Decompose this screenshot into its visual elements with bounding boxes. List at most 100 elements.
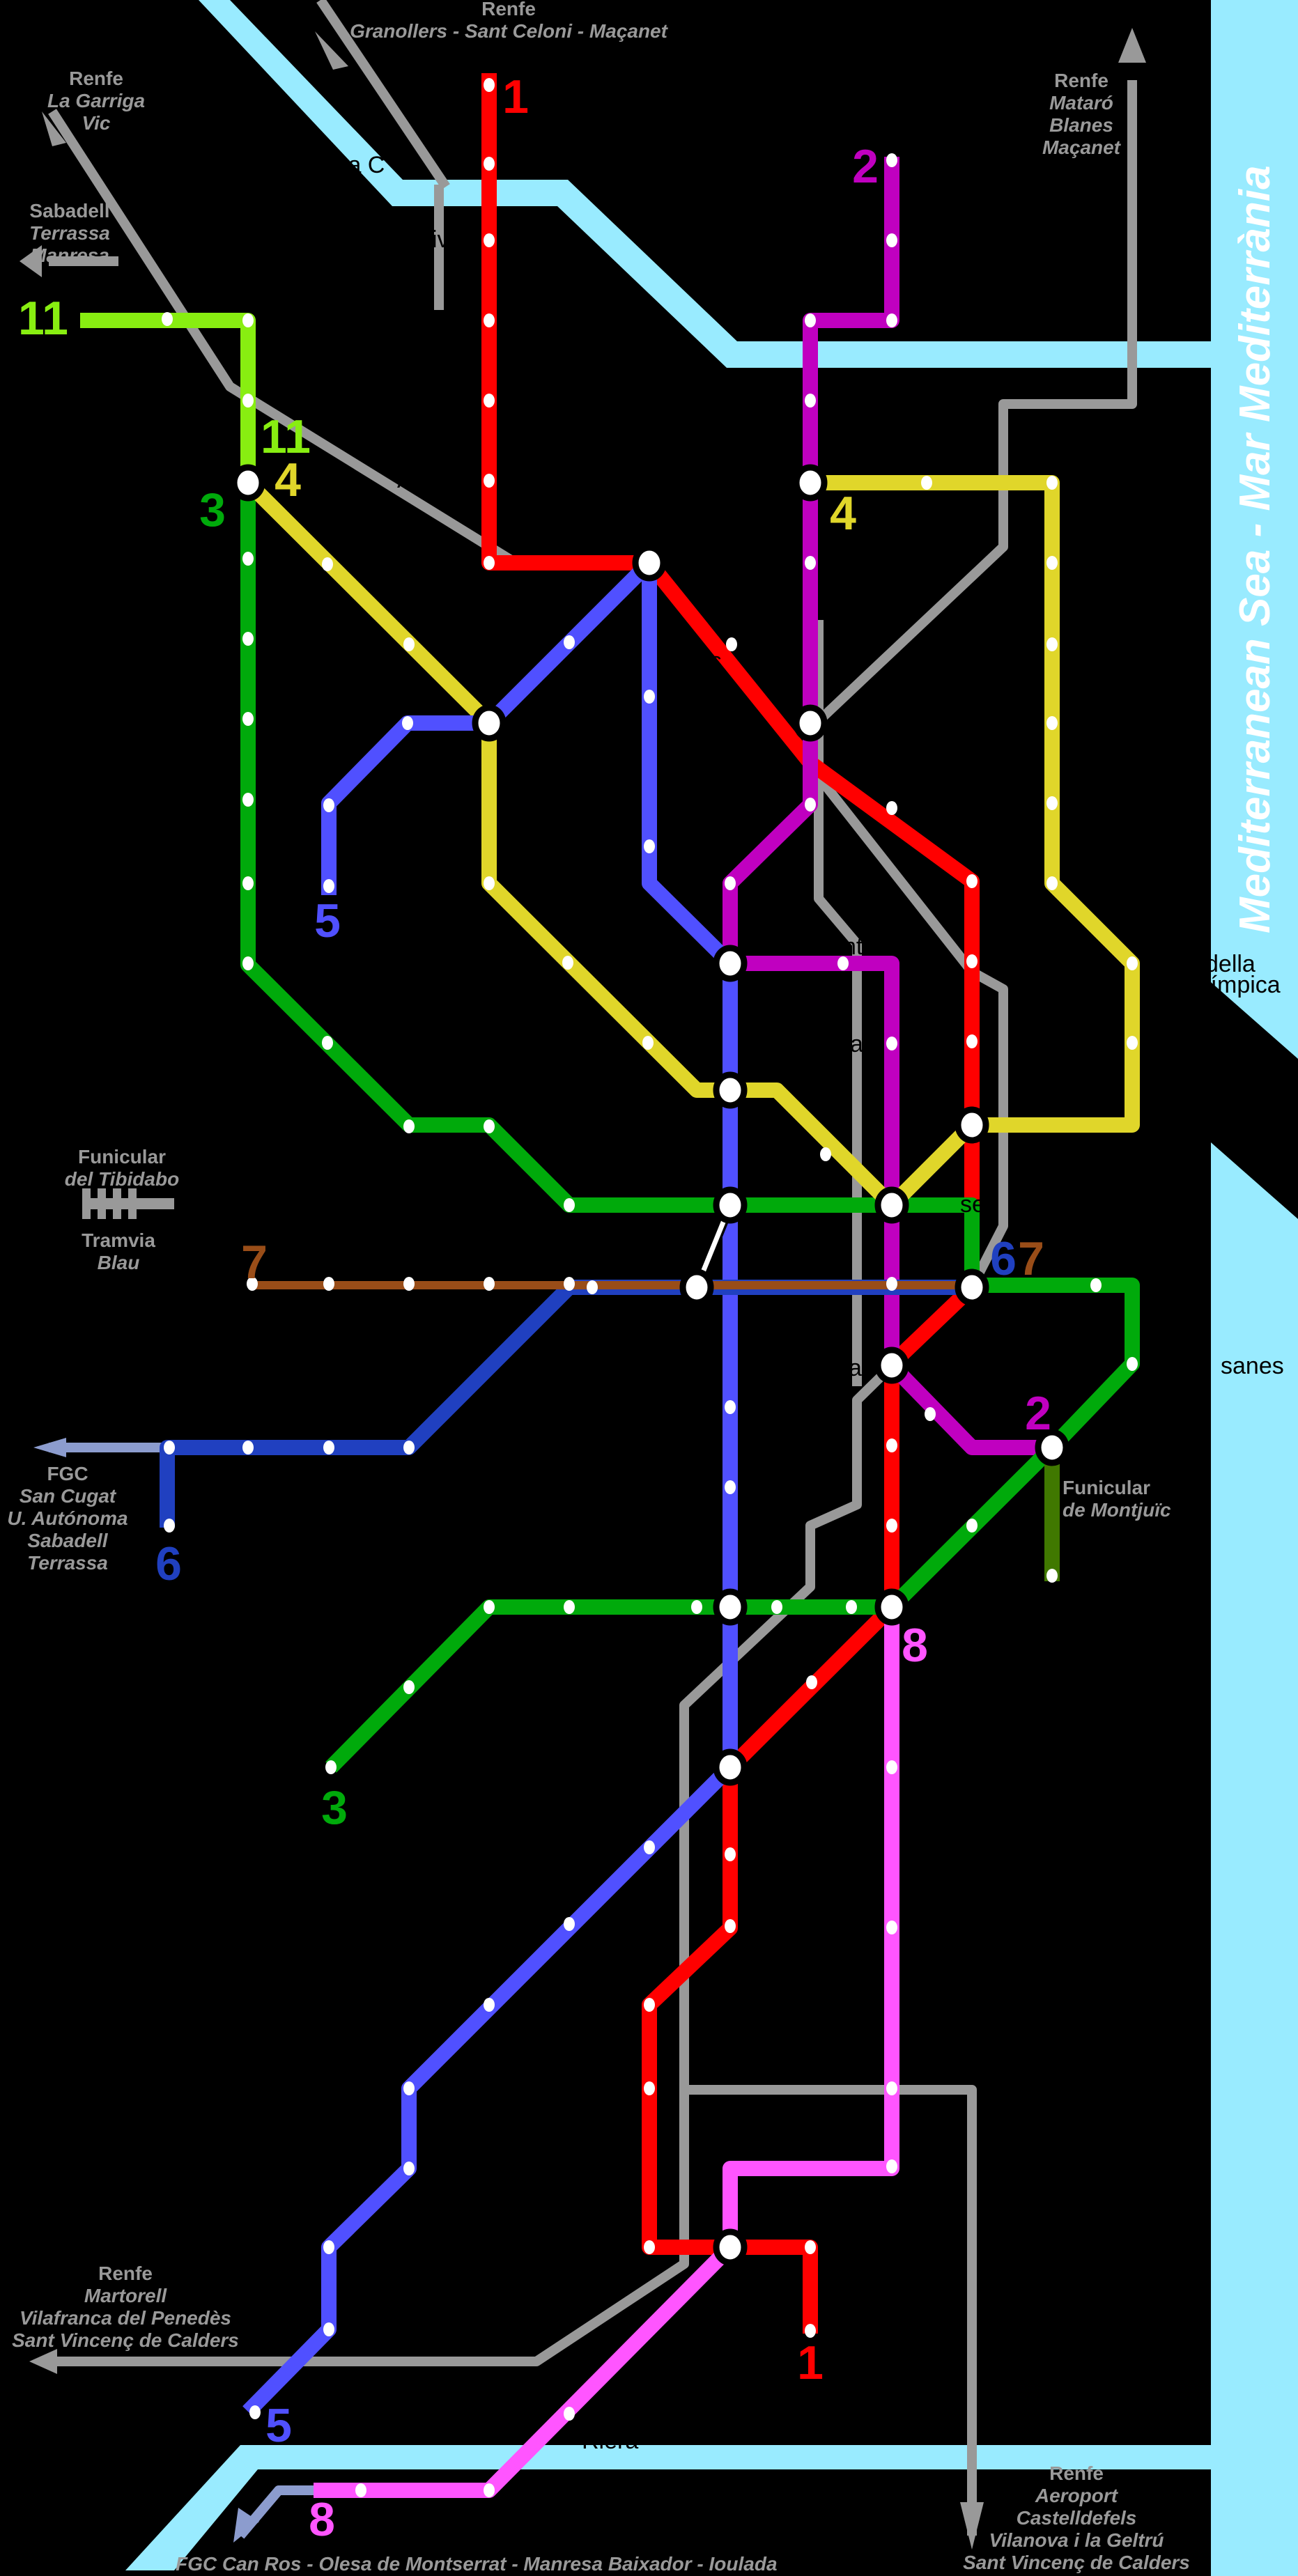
station-stop[interactable] [564, 635, 575, 649]
station-stop[interactable] [1046, 796, 1058, 810]
station-stop[interactable] [886, 2081, 897, 2095]
station-stop[interactable] [886, 1760, 897, 1774]
station-stop[interactable] [925, 1407, 936, 1421]
station-stop[interactable] [242, 793, 254, 807]
station-stop[interactable] [771, 1600, 782, 1614]
station-stop[interactable] [242, 1441, 254, 1454]
station-stop[interactable] [484, 233, 495, 247]
interchange-station[interactable] [874, 1347, 909, 1384]
station-stop[interactable] [484, 78, 495, 92]
station-stop[interactable] [886, 1438, 897, 1452]
station-stop[interactable] [564, 1198, 575, 1212]
station-stop[interactable] [484, 1998, 495, 2012]
station-stop[interactable] [805, 394, 816, 408]
station-stop[interactable] [249, 2405, 261, 2419]
station-stop[interactable] [886, 1519, 897, 1533]
station-stop[interactable] [355, 2483, 366, 2497]
station-stop[interactable] [691, 1600, 702, 1614]
station-stop[interactable] [1046, 1569, 1058, 1583]
station-stop[interactable] [403, 637, 415, 651]
station-stop[interactable] [805, 313, 816, 327]
station-stop[interactable] [242, 632, 254, 646]
station-stop[interactable] [484, 474, 495, 488]
station-stop[interactable] [484, 157, 495, 171]
interchange-station[interactable] [713, 1588, 748, 1626]
station-stop[interactable] [966, 954, 978, 968]
interchange-station[interactable] [713, 2228, 748, 2266]
station-stop[interactable] [242, 712, 254, 726]
interchange-station[interactable] [955, 1106, 989, 1144]
station-stop[interactable] [886, 1277, 897, 1291]
station-stop[interactable] [1046, 476, 1058, 490]
station-stop[interactable] [484, 1277, 495, 1291]
station-stop[interactable] [403, 1680, 415, 1694]
station-stop[interactable] [242, 313, 254, 327]
station-stop[interactable] [403, 2081, 415, 2095]
station-stop[interactable] [1127, 956, 1138, 970]
interchange-station[interactable] [632, 544, 667, 582]
station-stop[interactable] [323, 2322, 334, 2336]
station-stop[interactable] [164, 1441, 175, 1454]
station-stop[interactable] [644, 1998, 655, 2012]
station-stop[interactable] [644, 690, 655, 704]
station-stop[interactable] [402, 716, 413, 730]
station-stop[interactable] [247, 1277, 258, 1291]
interchange-station[interactable] [793, 704, 828, 742]
interchange-station[interactable] [874, 1588, 909, 1626]
station-stop[interactable] [484, 556, 495, 570]
station-stop[interactable] [644, 2240, 655, 2254]
metro-line-l2[interactable] [723, 157, 1052, 1455]
interchange-station[interactable] [1035, 1429, 1069, 1466]
station-stop[interactable] [886, 1921, 897, 1934]
station-stop[interactable] [323, 2240, 334, 2254]
station-stop[interactable] [886, 801, 897, 815]
station-stop[interactable] [644, 2081, 655, 2095]
station-stop[interactable] [1127, 1036, 1138, 1050]
station-stop[interactable] [726, 637, 737, 651]
station-stop[interactable] [322, 1036, 333, 1050]
station-stop[interactable] [837, 956, 849, 970]
station-stop[interactable] [242, 394, 254, 408]
station-stop[interactable] [484, 1600, 495, 1614]
station-stop[interactable] [725, 1480, 736, 1494]
station-stop[interactable] [164, 1519, 175, 1533]
interchange-station[interactable] [793, 464, 828, 502]
station-stop[interactable] [966, 1519, 978, 1533]
interchange-station[interactable] [713, 1071, 748, 1109]
station-stop[interactable] [242, 876, 254, 890]
station-stop[interactable] [886, 2159, 897, 2173]
station-stop[interactable] [403, 1441, 415, 1454]
station-stop[interactable] [564, 1917, 575, 1931]
interchange-station[interactable] [713, 1748, 748, 1786]
station-stop[interactable] [1127, 1357, 1138, 1371]
station-stop[interactable] [725, 1919, 736, 1933]
station-stop[interactable] [644, 839, 655, 853]
station-stop[interactable] [886, 313, 897, 327]
station-stop[interactable] [323, 798, 334, 812]
station-stop[interactable] [484, 2483, 495, 2497]
station-stop[interactable] [805, 2240, 816, 2254]
metro-line-l8[interactable] [314, 1607, 899, 2498]
station-stop[interactable] [242, 956, 254, 970]
station-stop[interactable] [484, 394, 495, 408]
station-stop[interactable] [966, 1034, 978, 1048]
station-stop[interactable] [642, 1036, 654, 1050]
station-stop[interactable] [805, 798, 816, 812]
station-stop[interactable] [1090, 1278, 1102, 1292]
station-stop[interactable] [564, 1600, 575, 1614]
station-stop[interactable] [484, 313, 495, 327]
interchange-station[interactable] [955, 1268, 989, 1306]
station-stop[interactable] [323, 1441, 334, 1454]
station-stop[interactable] [725, 1847, 736, 1861]
interchange-station[interactable] [472, 704, 507, 742]
interchange-station[interactable] [874, 1186, 909, 1224]
station-stop[interactable] [805, 556, 816, 570]
station-stop[interactable] [323, 1277, 334, 1291]
station-stop[interactable] [323, 879, 334, 893]
interchange-station[interactable] [713, 1186, 748, 1224]
station-stop[interactable] [644, 1840, 655, 1854]
station-stop[interactable] [242, 552, 254, 566]
interchange-station[interactable] [679, 1268, 714, 1306]
station-stop[interactable] [886, 233, 897, 247]
station-stop[interactable] [1046, 637, 1058, 651]
